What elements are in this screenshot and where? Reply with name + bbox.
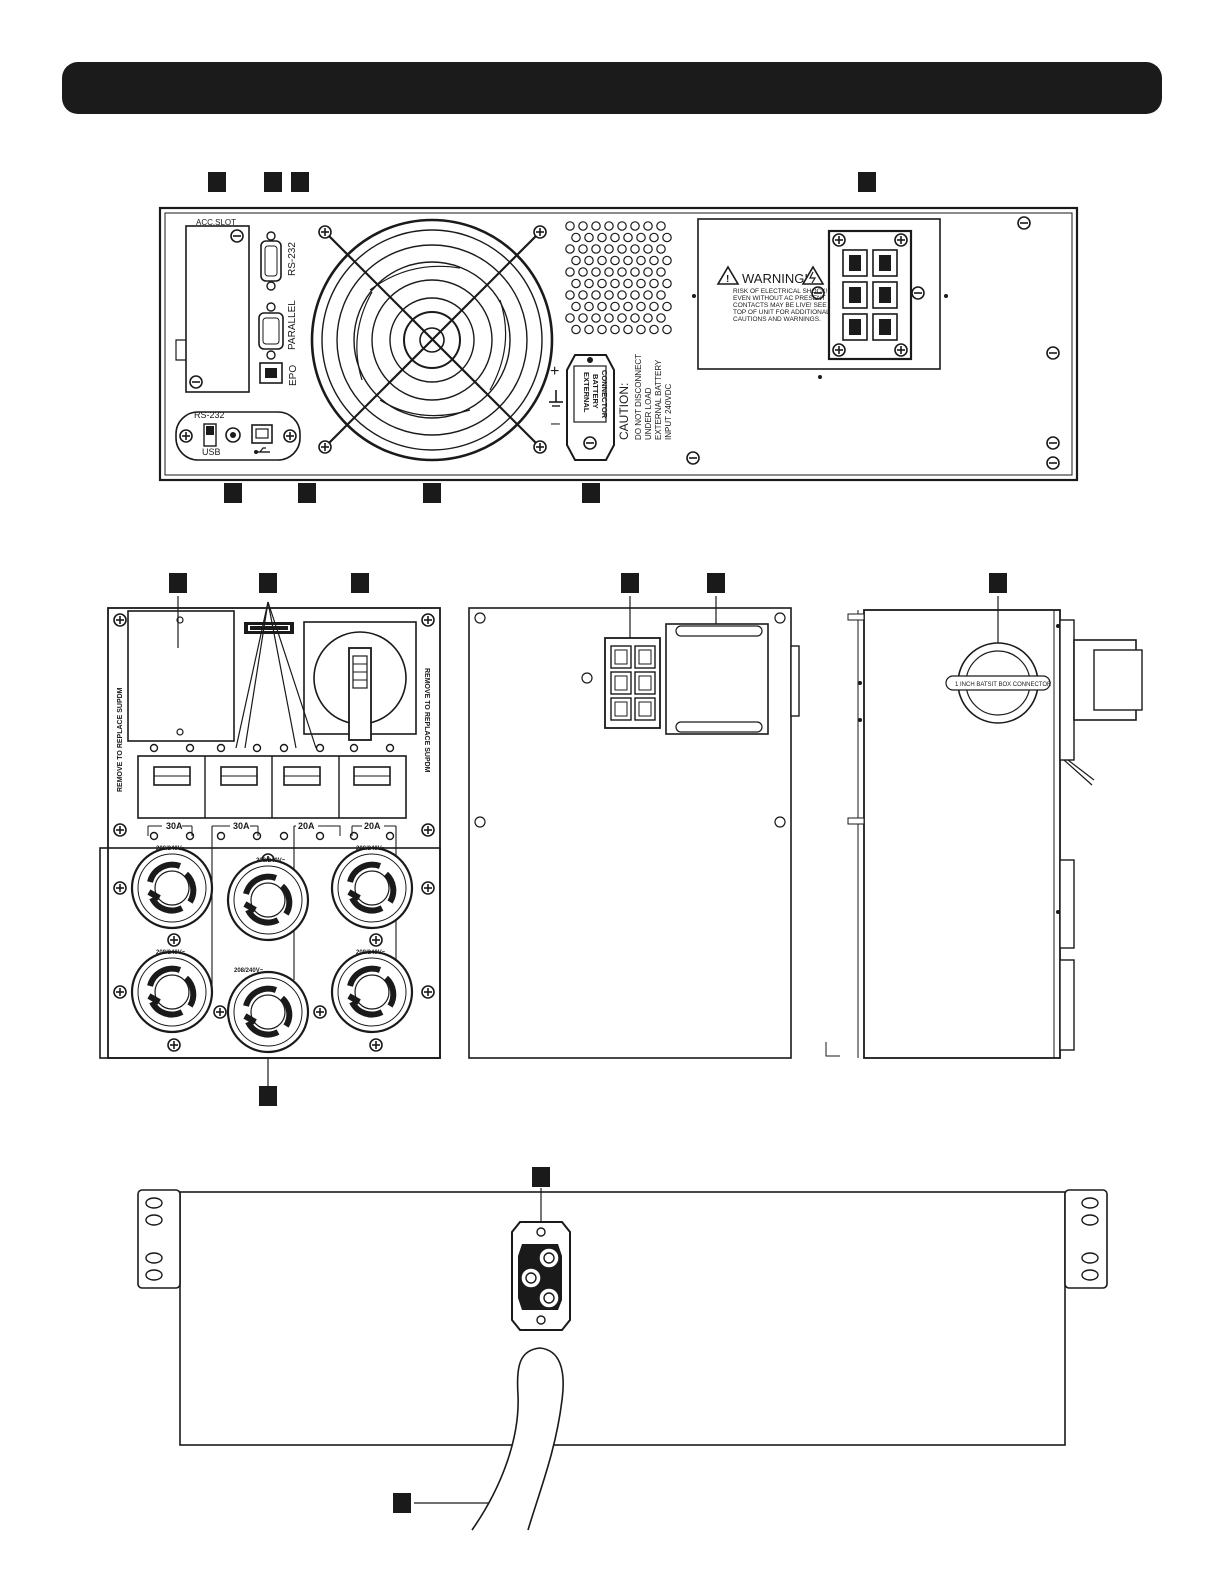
svg-text:!: !	[726, 274, 729, 285]
acc-slot-label: ACC.SLOT	[196, 218, 236, 227]
warning-title: WARNING!	[742, 271, 808, 286]
pdu-left-label: REMOVE TO REPLACE SUPDM	[117, 687, 124, 792]
reset-button[interactable]	[225, 427, 241, 443]
usb-port[interactable]	[251, 424, 273, 444]
breaker-rating-2: 30A	[233, 821, 250, 831]
outlet-voltage-5: 208/240V~	[234, 968, 264, 974]
outlet-voltage-6: 208/240V~	[356, 950, 386, 956]
external-battery-connector[interactable]: EXTERNAL BATTERY CONNECTOR	[566, 354, 615, 461]
warning-line-1: RISK OF ELECTRICAL SHOCK!	[733, 288, 828, 295]
pdu-right-label: REMOVE TO REPLACE SUPDM	[423, 668, 430, 773]
battery-connector-line-1: EXTERNAL	[582, 372, 591, 413]
breaker-row	[137, 755, 407, 819]
vent-holes	[565, 221, 672, 335]
comm-switch-bottom-label: USB	[202, 447, 221, 457]
caution-line-3: EXTERNAL BATTERY	[654, 359, 663, 440]
breaker-studs	[149, 743, 395, 841]
svg-text:CONNECTOR: CONNECTOR	[600, 370, 609, 419]
outlet-3[interactable]	[332, 848, 412, 928]
usb-icon	[254, 447, 270, 454]
warning-text: RISK OF ELECTRICAL SHOCK! EVEN WITHOUT A…	[733, 288, 830, 323]
battery-terminal-cells	[610, 645, 656, 721]
rs232-label: RS-232	[287, 242, 298, 276]
epo-label: EPO	[288, 365, 299, 386]
warning-line-5: CAUTIONS AND WARNINGS.	[733, 316, 821, 323]
battery-cover-plate[interactable]	[665, 623, 769, 735]
caution-title: CAUTION:	[617, 383, 631, 440]
battery-connector-line-3: CONNECTOR	[600, 370, 609, 419]
battery-cable	[471, 1347, 564, 1531]
warning-line-3: CONTACTS MAY BE LIVE! SEE	[733, 302, 827, 309]
caution-line-2: UNDER LOAD	[644, 387, 653, 440]
rack-mount-chassis	[137, 1188, 1108, 1504]
rs232-port[interactable]: RS-232	[260, 231, 298, 291]
outlet-5[interactable]	[228, 972, 308, 1052]
breaker-4[interactable]	[353, 766, 391, 786]
accessory-slot[interactable]: ACC.SLOT	[175, 218, 250, 393]
minus-symbol: –	[551, 415, 560, 432]
bypass-switch[interactable]	[303, 621, 417, 741]
outlet-voltage-1: 208/240V~	[156, 846, 186, 852]
breaker-1[interactable]	[153, 766, 191, 786]
battery-output-connector[interactable]	[511, 1221, 571, 1331]
comm-mode-switch[interactable]	[203, 423, 217, 447]
parallel-port[interactable]: PARALLEL	[258, 300, 298, 360]
caution-line-4: INPUT 240VDC	[664, 383, 673, 440]
plus-symbol: +	[550, 363, 559, 380]
terminal-cells	[842, 249, 898, 341]
brand-logo	[244, 622, 294, 634]
electric-shock-icon	[801, 265, 825, 285]
outlet-voltage-2: 208/240V~	[256, 858, 286, 864]
breaker-rating-4: 20A	[364, 821, 381, 831]
caution-line-1: DO NOT DISCONNECT	[634, 354, 643, 440]
breaker-2[interactable]	[220, 766, 258, 786]
warning-icon: !	[716, 265, 740, 285]
warning-line-2: EVEN WITHOUT AC PRESENT	[733, 295, 826, 302]
outlet-voltage-4: 208/240V~	[156, 950, 186, 956]
warning-line-4: TOP OF UNIT FOR ADDITIONAL	[733, 309, 830, 316]
input-terminal-block[interactable]	[827, 229, 913, 361]
outlet-4[interactable]	[132, 952, 212, 1032]
batsit-box-connector[interactable]: 1 INCH BATSIT BOX CONNECTOR	[945, 642, 1052, 724]
battery-connector-line-2: BATTERY	[591, 374, 600, 409]
breaker-rating-1: 30A	[166, 821, 183, 831]
svg-text:EXTERNAL: EXTERNAL	[582, 372, 591, 413]
caution-notice: CAUTION: DO NOT DISCONNECT UNDER LOAD EX…	[617, 354, 673, 440]
outlet-voltage-3: 208/240V~	[356, 846, 386, 852]
cooling-fan	[310, 218, 554, 462]
outlet-6[interactable]	[332, 952, 412, 1032]
breaker-3[interactable]	[283, 766, 321, 786]
comm-switch-top-label: RS-232	[194, 410, 225, 420]
section-header-bar	[62, 62, 1162, 114]
callout-marker-bottom-1	[532, 1167, 550, 1187]
breaker-rating-3: 20A	[298, 821, 315, 831]
batsit-connector-label: 1 INCH BATSIT BOX CONNECTOR	[955, 682, 1052, 688]
ground-icon	[549, 390, 563, 407]
outlet-2[interactable]	[228, 860, 308, 940]
parallel-label: PARALLEL	[287, 300, 298, 350]
outlet-1[interactable]	[132, 848, 212, 928]
epo-port[interactable]: EPO	[259, 362, 299, 386]
logo-callout-lines	[177, 596, 317, 749]
callout-marker-bottom-2	[393, 1493, 411, 1513]
svg-text:BATTERY: BATTERY	[591, 374, 600, 409]
supdm-cover-plate[interactable]	[127, 610, 235, 742]
